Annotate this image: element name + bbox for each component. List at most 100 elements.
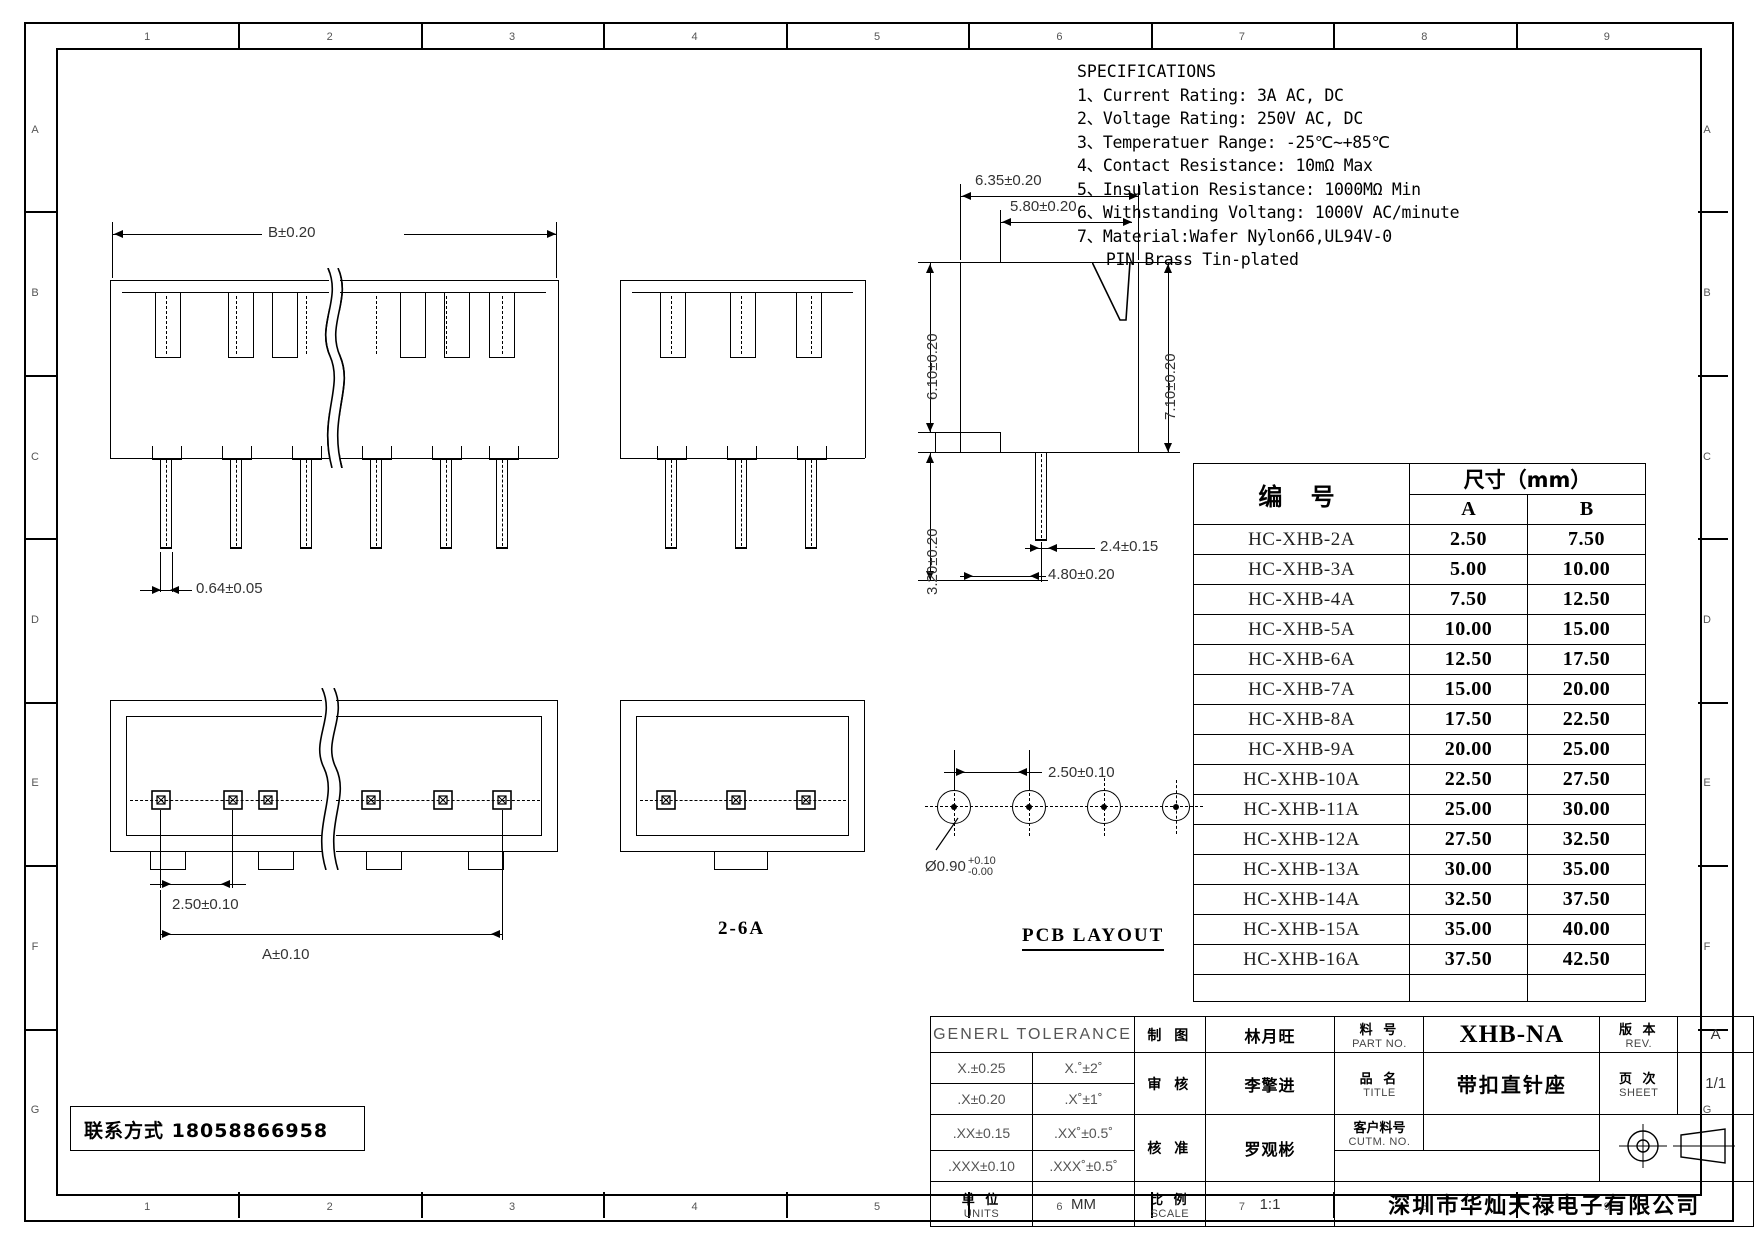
zone-letter: B (1703, 287, 1711, 300)
pin-contact-symbol (432, 789, 454, 816)
title-label-cn: 品 名 (1359, 1072, 1400, 1087)
scale-value: 1:1 (1204, 1181, 1336, 1227)
role-name-1: 李擎进 (1204, 1052, 1336, 1115)
zone-tick (1698, 538, 1728, 541)
pin-contact-symbol (150, 789, 172, 816)
spec-line-4: 4、Contact Resistance: 10mΩ Max (1077, 156, 1373, 175)
zone-tick (1698, 701, 1728, 704)
cell-dim-a: 35.00 (1409, 914, 1528, 945)
cell-part-no: HC-XHB-3A (1192, 554, 1411, 585)
zone-number: 9 (1603, 31, 1610, 43)
zone-tick (26, 211, 56, 214)
part-no-label-cn: 料 号 (1359, 1023, 1400, 1038)
zone-number: 8 (1421, 31, 1428, 43)
rev-label-en: REV. (1625, 1038, 1653, 1050)
tolerance-angular-2: .XX˚±0.5˚ (1031, 1114, 1136, 1151)
pin-contact-symbol (491, 789, 513, 816)
company-name: 深圳市华灿天禄电子有限公司 (1334, 1181, 1754, 1227)
part-no-value: XHB-NA (1423, 1016, 1601, 1053)
dim-2-4: 2.4±0.15 (1100, 538, 1159, 555)
zone-tick (1698, 865, 1728, 868)
zone-number: 4 (691, 1201, 698, 1213)
scale-label-cell: 比 例 SCALE (1134, 1181, 1206, 1227)
cell-dim-b: 27.50 (1526, 764, 1647, 795)
zone-letter: G (30, 1104, 40, 1117)
dimension-table-head: 编 号 尺寸（mm） A B (1192, 463, 1647, 525)
cell-dim-a: 25.00 (1409, 794, 1528, 825)
cell-part-no: HC-XHB-4A (1192, 584, 1411, 615)
zone-tick (420, 22, 423, 48)
pin-contact-symbol (655, 789, 677, 816)
zone-tick (1698, 374, 1728, 377)
cell-part-no: HC-XHB-16A (1192, 944, 1411, 975)
zone-tick (420, 1192, 423, 1218)
zone-tick (603, 1192, 606, 1218)
cell-dim-a: 17.50 (1409, 704, 1528, 735)
zone-number: 5 (873, 1201, 881, 1213)
zone-number: 3 (509, 1201, 516, 1213)
spec-line-6: 6、Withstanding Voltang: 1000V AC/minute (1077, 203, 1460, 222)
zone-tick (1150, 22, 1153, 48)
dim-7-10: 7.10±0.20 (1162, 353, 1179, 420)
role-label-1: 审 核 (1134, 1052, 1206, 1115)
zone-number: 4 (691, 31, 698, 43)
frame-inner-border (56, 48, 1702, 1196)
zone-letter: C (1703, 450, 1711, 463)
table-header-row-2: A B (1194, 494, 1647, 525)
cell-part-no: HC-XHB-14A (1192, 884, 1411, 915)
units-label-cn: 单 位 (961, 1192, 1002, 1208)
zone-letter: A (1703, 123, 1711, 136)
sheet-label-cn: 页 次 (1619, 1072, 1659, 1087)
zone-letter: B (31, 287, 39, 300)
part-no-label-cell: 料 号 PART NO. (1334, 1016, 1425, 1053)
zone-letter: D (1703, 614, 1711, 626)
pin-contact-symbol (222, 789, 244, 816)
zone-number: 5 (873, 31, 881, 43)
units-label-cell: 单 位 UNITS (930, 1181, 1033, 1227)
pin-contact-symbol (360, 789, 382, 816)
table-header-row-1: 编 号 尺寸（mm） (1192, 463, 1646, 525)
cell-part-no: HC-XHB-7A (1192, 674, 1411, 705)
pcb-layout-label: PCB LAYOUT (1022, 925, 1165, 951)
spec-line-2: 2、Voltage Rating: 250V AC, DC (1077, 109, 1363, 128)
cell-dim-b: 20.00 (1526, 674, 1647, 705)
cell-part-no: HC-XHB-2A (1192, 524, 1411, 555)
cell-dim-a: 7.50 (1409, 584, 1528, 615)
zone-tick (1515, 22, 1518, 48)
cell-dim-b: 7.50 (1526, 524, 1647, 555)
units-label-en: UNITS (963, 1207, 1000, 1220)
cell-dim-b: 42.50 (1526, 944, 1647, 975)
role-name-0: 林月旺 (1204, 1016, 1336, 1053)
rev-label-cell: 版 本 REV. (1599, 1016, 1679, 1053)
cell-dim-b: 35.00 (1526, 854, 1647, 885)
zone-tick (26, 374, 56, 377)
zone-number: 3 (509, 31, 516, 43)
pin-contact-symbol (725, 789, 747, 816)
header-col-a: A (1409, 494, 1528, 525)
scale-label-en: SCALE (1150, 1207, 1190, 1220)
zone-tick (603, 22, 606, 48)
zone-tick (785, 1192, 788, 1218)
dim-5-80: 5.80±0.20 (1010, 198, 1077, 215)
rev-label-cn: 版 本 (1619, 1023, 1659, 1038)
cell-dim-a: 2.50 (1409, 524, 1528, 555)
zone-letter: E (1703, 777, 1711, 790)
cust-no-label-cell: 客户料号 CUTM. NO. (1334, 1114, 1425, 1151)
cell-dim-a: 12.50 (1409, 644, 1528, 675)
cell-dim-b: 15.00 (1526, 614, 1647, 645)
header-dimension-mm: 尺寸（mm） (1409, 463, 1646, 495)
cust-no-label-cn: 客户料号 (1353, 1121, 1406, 1136)
header-part-no: 编 号 (1192, 463, 1411, 525)
cell-part-no: HC-XHB-5A (1192, 614, 1411, 645)
cell-dim-b: 30.00 (1526, 794, 1647, 825)
cell-dim-a: 22.50 (1409, 764, 1528, 795)
